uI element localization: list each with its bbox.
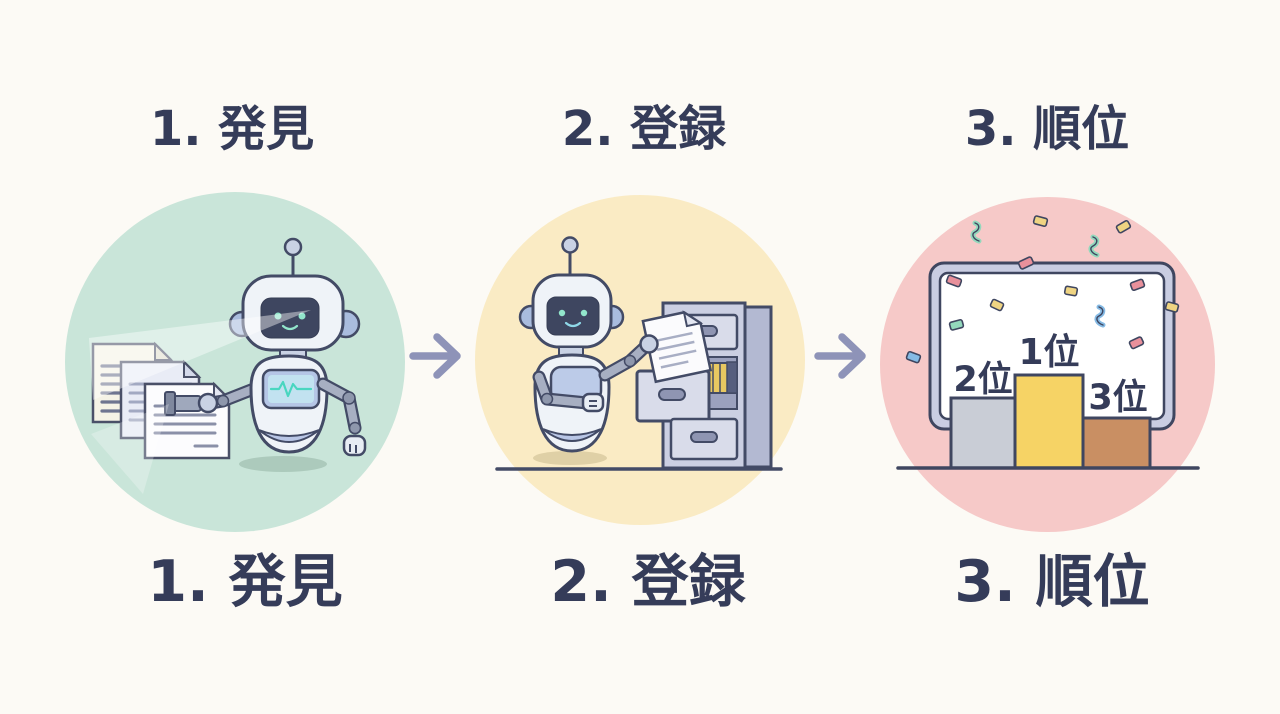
robot-librarian (518, 236, 625, 453)
heartbeat-line-icon (269, 380, 313, 398)
flashlight-beam (91, 404, 169, 494)
eye-left-icon (274, 312, 282, 320)
eye-left-icon (558, 309, 566, 317)
step1-bottom-label: 1. 発見 (147, 549, 343, 615)
smile-icon (564, 321, 582, 328)
ranking-podium-confetti-illustration: 2位 1位 3位 (896, 215, 1200, 470)
robot-shadow (239, 456, 327, 472)
podium-bar-third (1081, 416, 1152, 470)
robot-face-screen (260, 297, 320, 339)
searchlight-beam (89, 310, 311, 400)
robot-hand-left (197, 392, 219, 414)
antenna-icon (561, 236, 579, 254)
arrow-right-icon (409, 333, 461, 379)
robot-belly (542, 428, 602, 442)
held-document-icon (641, 310, 713, 384)
rank-second-label: 2位 (953, 360, 1012, 400)
podium-bar-second (949, 396, 1017, 470)
antenna-icon (283, 237, 303, 257)
robot-searchlight-documents-illustration (89, 237, 367, 494)
eye-right-icon (580, 309, 588, 317)
rank-third-label: 3位 (1088, 378, 1147, 418)
step3-ranking-circle: 2位 1位 3位 (880, 197, 1215, 532)
step2-registration-circle (475, 195, 805, 525)
robot-filing-cabinet-illustration (495, 236, 783, 471)
step1-discovery-circle (65, 192, 405, 532)
step2-top-heading: 2. 登録 (561, 101, 727, 157)
rank-first-label: 1位 (1018, 332, 1079, 373)
robot-hand-right (342, 434, 367, 457)
step2-bottom-label: 2. 登録 (550, 549, 746, 615)
confetti-icon (905, 215, 1180, 364)
step1-top-heading: 1. 発見 (149, 101, 315, 157)
robot-hand-left (581, 392, 605, 413)
robot-crawler (164, 237, 367, 457)
step3-bottom-label: 3. 順位 (954, 549, 1150, 615)
robot-shadow (533, 451, 607, 465)
flashlight-icon (172, 395, 202, 412)
ranking-podium: 2位 1位 3位 (949, 332, 1152, 470)
robot-hand-right (639, 334, 659, 354)
robot-arm-raised (598, 334, 659, 382)
confetti-ribbon-icons (970, 220, 1106, 328)
eye-right-icon (298, 312, 306, 320)
arrow-right-icon (814, 333, 866, 379)
robot-belly (258, 429, 320, 443)
podium-bar-first (1013, 373, 1085, 470)
robot-face-screen (546, 296, 600, 336)
smile-icon (281, 324, 299, 331)
step3-top-heading: 3. 順位 (964, 101, 1130, 157)
